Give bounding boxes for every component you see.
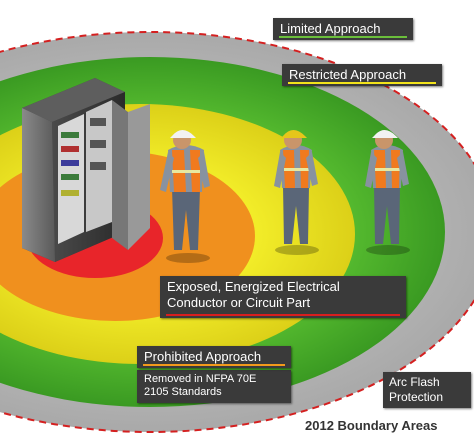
worker-figure-1 bbox=[160, 130, 210, 263]
prohibited-approach-underline bbox=[143, 364, 285, 366]
limited-approach-label: Limited Approach bbox=[273, 18, 413, 40]
restricted-approach-label: Restricted Approach bbox=[282, 64, 442, 86]
arc-flash-label: Arc Flash Protection bbox=[383, 372, 471, 408]
prohibited-note-line2: 2105 Standards bbox=[144, 386, 222, 398]
arc-flash-boundary-line bbox=[0, 31, 474, 433]
exposed-conductor-underline bbox=[166, 314, 400, 316]
restricted-approach-underline bbox=[288, 82, 436, 84]
exposed-conductor-text-line1: Exposed, Energized Electrical bbox=[167, 279, 340, 294]
worker-figure-2 bbox=[274, 130, 319, 255]
prohibited-approach-label: Prohibited Approach Removed in NFPA 70E … bbox=[137, 346, 291, 403]
limited-approach-text: Limited Approach bbox=[280, 21, 381, 36]
diagram-footer-title: 2012 Boundary Areas bbox=[305, 418, 438, 433]
electrical-cabinet-icon bbox=[22, 78, 150, 262]
restricted-approach-text: Restricted Approach bbox=[289, 67, 407, 82]
arc-flash-text-line1: Arc Flash bbox=[389, 375, 440, 389]
arc-flash-text-line2: Protection bbox=[389, 390, 444, 404]
prohibited-approach-title: Prohibited Approach bbox=[137, 346, 291, 368]
prohibited-approach-note: Removed in NFPA 70E 2105 Standards bbox=[137, 370, 291, 403]
limited-approach-underline bbox=[279, 36, 407, 38]
prohibited-note-line1: Removed in NFPA 70E bbox=[144, 373, 257, 385]
worker-figure-3 bbox=[365, 130, 410, 255]
prohibited-approach-text: Prohibited Approach bbox=[144, 349, 262, 364]
exposed-conductor-label: Exposed, Energized Electrical Conductor … bbox=[160, 276, 406, 318]
exposed-conductor-text-line2: Conductor or Circuit Part bbox=[167, 295, 311, 310]
